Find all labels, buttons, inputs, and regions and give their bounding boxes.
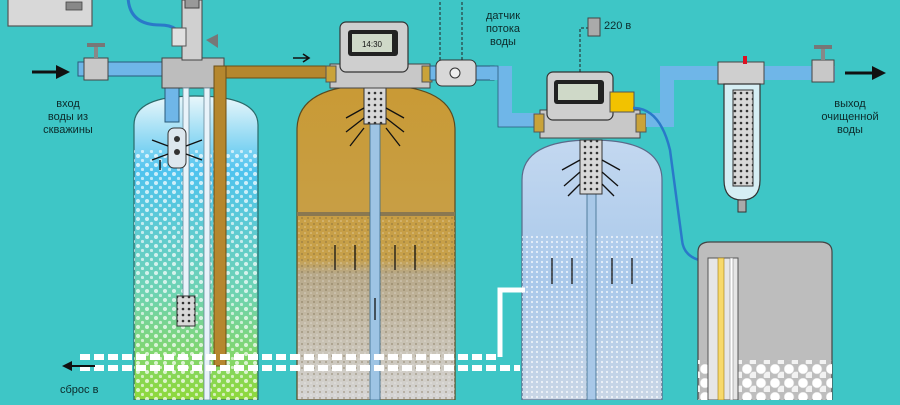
brine-tank <box>697 241 833 401</box>
control-valve-2-icon <box>533 71 647 139</box>
flow-sensor-icon <box>429 59 495 87</box>
aeration-riser <box>203 87 211 401</box>
blue-pipe-mid <box>490 65 545 128</box>
drain-lines <box>80 287 525 371</box>
aerator-nozzle <box>167 127 196 327</box>
inlet-label: вход воды из скважины <box>43 98 93 136</box>
arrow-right-out-icon <box>845 66 886 80</box>
softener-distributor <box>579 139 603 195</box>
flow-arrow-icon <box>293 53 311 63</box>
aeration-arrows <box>151 139 203 170</box>
cartridge-filter <box>717 56 765 213</box>
aeration-tank <box>133 95 259 401</box>
control-valve-icon: 14:30 <box>325 21 433 89</box>
iron-removal-tank <box>296 84 456 401</box>
arrow-left-icon <box>62 361 95 371</box>
iron-tank-distributor <box>363 83 387 125</box>
power-outlet-icon <box>587 17 601 37</box>
aeration-inner-tube <box>182 87 190 299</box>
power-wire <box>579 27 590 72</box>
timer-display: 14:30 <box>362 40 383 49</box>
softener-arrows <box>551 159 633 284</box>
arrow-right-icon <box>32 65 70 79</box>
iron-tank-arrows <box>334 107 416 320</box>
inlet-tap-icon <box>83 43 109 81</box>
compressor-box <box>7 0 93 27</box>
drain-label: сброс в <box>60 384 99 396</box>
power-label: 220 в <box>604 20 632 32</box>
softener-tank <box>521 139 663 401</box>
flow-sensor-label: датчик потока воды <box>485 10 521 48</box>
outlet-label: выход очищенной воды <box>821 98 879 136</box>
outlet-tap-icon <box>811 45 835 83</box>
